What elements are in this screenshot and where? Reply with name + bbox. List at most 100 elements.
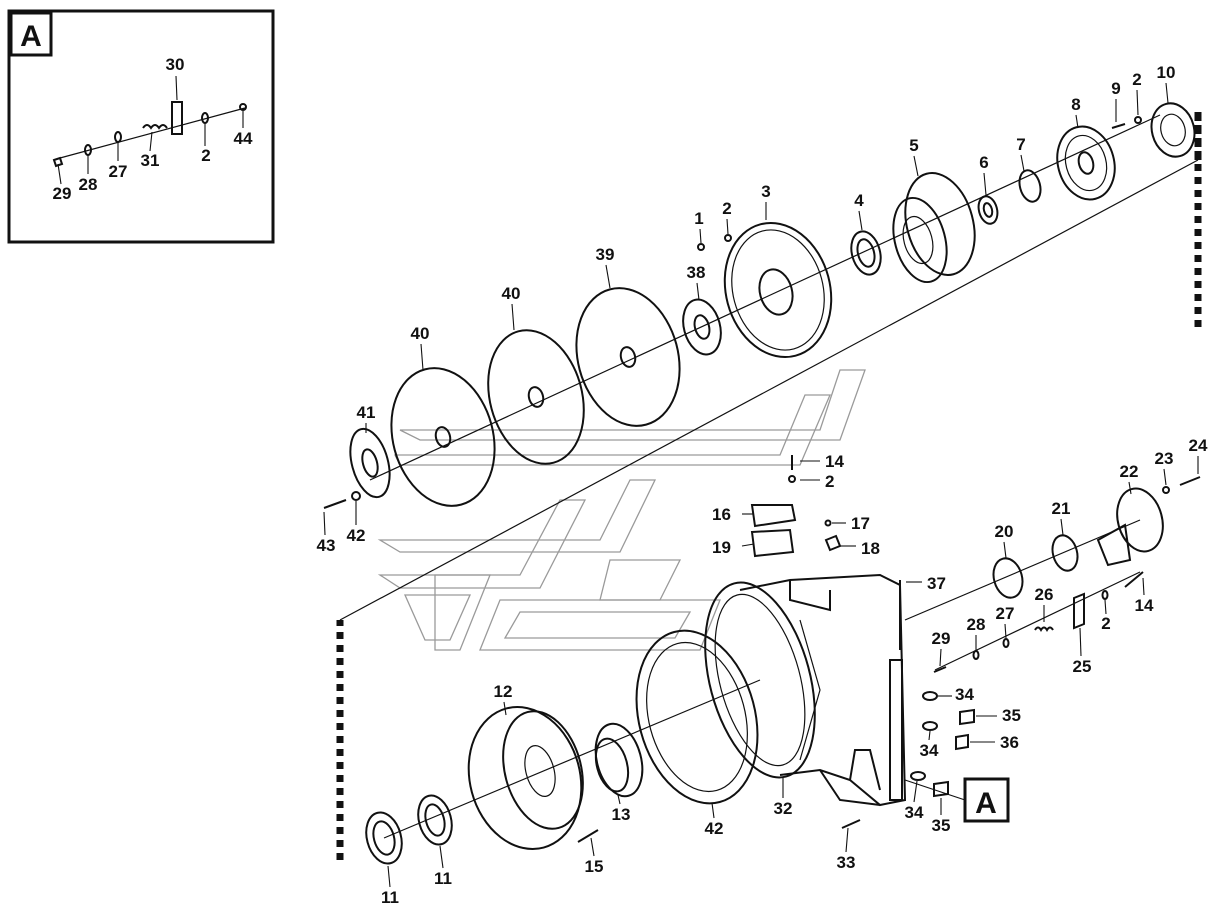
lower-axis [383, 679, 761, 839]
label-28: 28 [967, 615, 986, 634]
part-43-bolt [323, 499, 347, 509]
part-38-ring [682, 298, 722, 356]
label-17: 17 [851, 514, 870, 533]
detail-labels: 30 29 28 27 31 2 44 [53, 55, 253, 203]
part-39-plate [575, 287, 681, 427]
label-34-c: 34 [905, 803, 924, 822]
label-14-top: 14 [825, 452, 844, 471]
part-2-washer-top-plate [788, 475, 796, 483]
label-29: 29 [932, 629, 951, 648]
label-2-right: 2 [1101, 614, 1110, 633]
label-25: 25 [1073, 657, 1092, 676]
label-11-rear: 11 [434, 869, 452, 888]
part-label-29: 29 [53, 184, 72, 203]
label-1: 1 [694, 209, 703, 228]
part-21-o-ring [1051, 534, 1079, 572]
label-13: 13 [612, 805, 631, 824]
label-35-a: 35 [1002, 706, 1021, 725]
part-11-seal-rear [417, 794, 453, 846]
label-14-right: 14 [1135, 596, 1154, 615]
label-12: 12 [494, 682, 513, 701]
part-16-plate [750, 504, 797, 528]
label-33: 33 [837, 853, 856, 872]
label-4: 4 [854, 191, 864, 210]
part-12-cover [467, 706, 584, 850]
part-27-washer [1002, 638, 1010, 648]
label-21: 21 [1052, 499, 1071, 518]
part-15-bolt [577, 829, 599, 843]
label-10: 10 [1157, 63, 1176, 82]
part-25-bracket [1073, 592, 1085, 630]
label-16: 16 [712, 505, 731, 524]
part-8-turbine [1056, 125, 1116, 201]
part-2-washer-right [1101, 590, 1109, 600]
part-34-seal-a [922, 691, 938, 701]
label-7: 7 [1016, 135, 1025, 154]
watermark-logo [377, 369, 866, 651]
part-label-28: 28 [79, 175, 98, 194]
part-17-plug [824, 519, 832, 527]
label-37: 37 [927, 574, 946, 593]
part-11-seal-front [365, 811, 403, 865]
part-24-bolt [1179, 476, 1201, 486]
label-9: 9 [1111, 79, 1120, 98]
label-5: 5 [909, 136, 918, 155]
label-15: 15 [585, 857, 604, 876]
reference-box-a: A [904, 777, 1010, 823]
part-36-plug [955, 733, 969, 751]
part-26-spring [1034, 626, 1054, 632]
part-20-o-ring [992, 557, 1024, 599]
part-label-27: 27 [109, 162, 128, 181]
part-23-washer [1162, 486, 1170, 494]
label-39: 39 [596, 245, 615, 264]
part-1-bolt [697, 243, 705, 251]
part-6-washer [977, 195, 999, 225]
label-23: 23 [1155, 449, 1174, 468]
label-19: 19 [712, 538, 731, 557]
part-42-gasket [635, 629, 759, 805]
part-10-ring [1150, 102, 1196, 158]
dashed-reference-line [336, 112, 1202, 860]
label-3: 3 [761, 182, 770, 201]
part-7-snap-ring [1018, 169, 1042, 203]
part-13-gear [594, 722, 644, 798]
upper-axis [369, 114, 1161, 481]
label-34-a: 34 [955, 685, 974, 704]
label-22: 22 [1120, 462, 1139, 481]
label-11-front: 11 [381, 888, 399, 907]
label-6: 6 [979, 153, 988, 172]
label-36: 36 [1000, 733, 1019, 752]
part-label-30: 30 [166, 55, 185, 74]
label-2-upper: 2 [722, 199, 731, 218]
label-2-top: 2 [1132, 70, 1141, 89]
right-axis [904, 519, 1141, 621]
part-4-seal [850, 230, 882, 276]
label-42-lower: 42 [705, 819, 724, 838]
label-40-front: 40 [411, 324, 430, 343]
part-14-bolt-right [1124, 571, 1144, 588]
part-label-2: 2 [201, 146, 210, 165]
label-20: 20 [995, 522, 1014, 541]
part-19-plate [750, 528, 795, 558]
part-labels: 1 2 3 4 5 6 7 8 9 2 10 39 38 40 40 41 42… [317, 63, 1208, 907]
label-8: 8 [1071, 95, 1080, 114]
part-34-seal-b [922, 721, 938, 731]
part-label-31: 31 [141, 151, 160, 170]
part-34-seal-c [910, 771, 926, 781]
part-18-block [824, 534, 842, 552]
part-33-plug [841, 819, 861, 829]
detail-box-a: A 30 29 28 27 31 2 44 [7, 9, 275, 244]
part-41-flange [349, 427, 391, 499]
part-40-plate-rear [487, 329, 585, 465]
label-24: 24 [1189, 436, 1208, 455]
label-2-top-plate: 2 [825, 472, 834, 491]
part-2-washer-mid [724, 234, 732, 242]
label-26: 26 [1035, 585, 1054, 604]
part-40-plate-front [390, 367, 496, 507]
label-18: 18 [861, 539, 880, 558]
reference-box-letter: A [975, 787, 997, 820]
part-29-bolt [933, 666, 947, 673]
part-3-flexplate [723, 221, 833, 359]
part-22-output-flange [1096, 487, 1164, 567]
part-32-housing [704, 573, 907, 807]
